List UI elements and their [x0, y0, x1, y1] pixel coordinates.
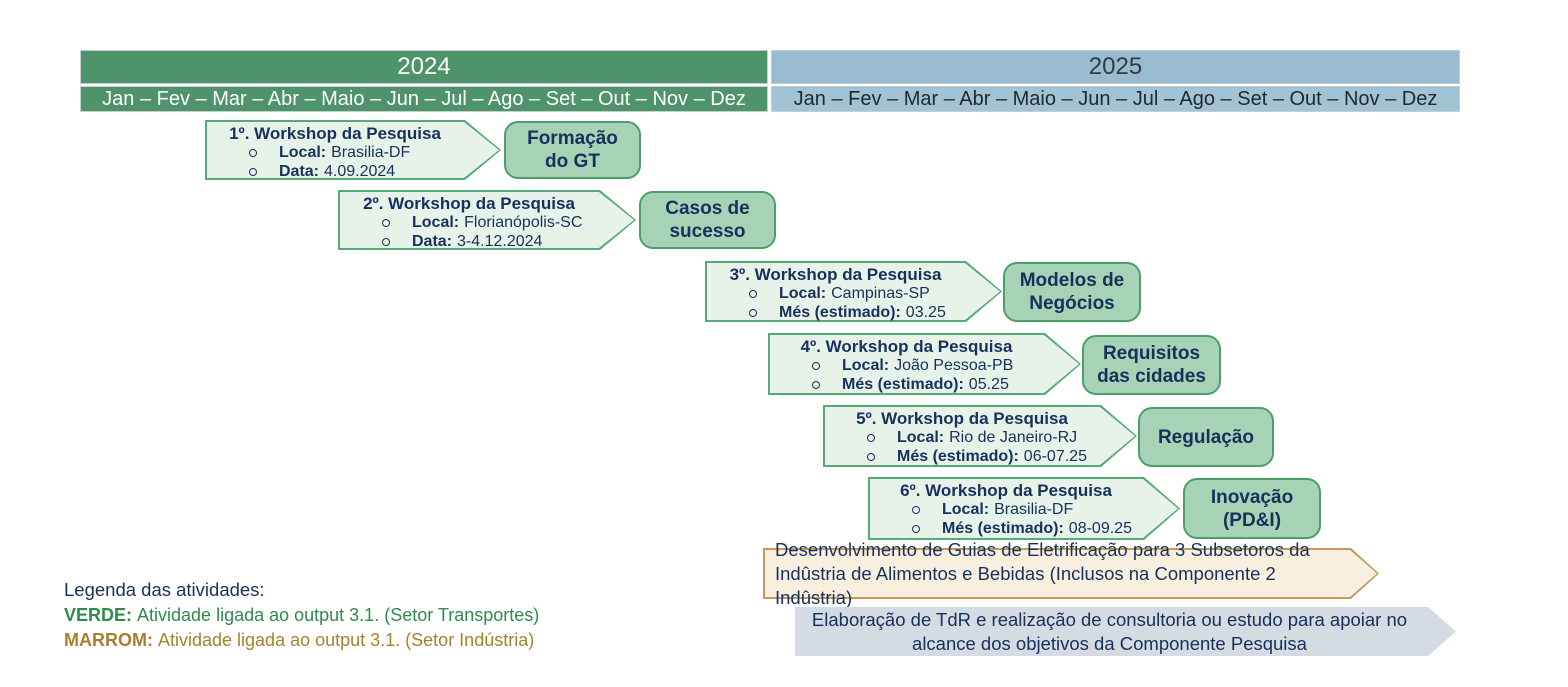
legend-title: Legenda das atividades:	[64, 579, 265, 600]
workshop-bullet: Més (estimado): 03.25	[705, 304, 966, 322]
topic-box-modelos-de-negocios: Modelos de Negócios	[1003, 262, 1141, 322]
workshop-bullet: Més (estimado): 06-07.25	[823, 448, 1101, 466]
activity-arrow-guias-eletrificacao: Desenvolvimento de Guias de Eletrificaçã…	[763, 539, 1379, 608]
bullet-circle-icon	[867, 453, 875, 461]
bullet-circle-icon	[812, 362, 820, 370]
workshop-bullet: Local: João Pessoa-PB	[768, 357, 1045, 375]
legend-item-marrom: MARROM:Atividade ligada ao output 3.1. (…	[64, 630, 535, 650]
workshop-title: 6º. Workshop da Pesquisa	[900, 481, 1112, 500]
bullet-circle-icon	[867, 434, 875, 442]
workshop-bullet: Local: Brasilia-DF	[205, 144, 465, 162]
bullet-circle-icon	[749, 290, 757, 298]
workshop-title: 3º. Workshop da Pesquisa	[729, 265, 942, 284]
topic-box-requisitos-das-cidades: Requisitos das cidades	[1082, 335, 1221, 395]
topic-box-regulacao: Regulação	[1138, 407, 1274, 467]
year-bar-2024: 2024	[80, 50, 768, 84]
workshop-bullet: Data: 3-4.12.2024	[338, 233, 600, 251]
legend-item-verde: VERDE:Atividade ligada ao output 3.1. (S…	[64, 605, 540, 625]
months-bar-2025: Jan – Fev – Mar – Abr – Maio – Jun – Jul…	[771, 86, 1460, 112]
bullet-circle-icon	[382, 238, 390, 246]
topic-box-casos-de-sucesso: Casos de sucesso	[639, 191, 776, 249]
bullet-circle-icon	[249, 149, 257, 157]
workshop-banner-1: 1º. Workshop da Pesquisa Local: Brasilia…	[205, 120, 501, 180]
bullet-circle-icon	[812, 381, 820, 389]
bullet-circle-icon	[249, 168, 257, 176]
months-bar-2024: Jan – Fev – Mar – Abr – Maio – Jun – Jul…	[80, 86, 768, 112]
topic-box-inovacao-pdi: Inovação (PD&I)	[1183, 478, 1321, 539]
activity-arrow-elaboracao-tdr: Elaboração de TdR e realização de consul…	[795, 607, 1456, 656]
workshop-title: 2º. Workshop da Pesquisa	[363, 194, 575, 213]
workshop-bullet: Local: Campinas-SP	[705, 285, 966, 303]
workshop-title: 5º. Workshop da Pesquisa	[856, 409, 1068, 428]
bullet-circle-icon	[912, 525, 920, 533]
bullet-circle-icon	[912, 506, 920, 514]
workshop-banner-2: 2º. Workshop da Pesquisa Local: Florianó…	[338, 190, 636, 250]
workshop-bullet: Més (estimado): 05.25	[768, 376, 1045, 394]
workshop-bullet: Local: Rio de Janeiro-RJ	[823, 429, 1101, 447]
bullet-circle-icon	[749, 309, 757, 317]
workshop-title: 1º. Workshop da Pesquisa	[229, 124, 441, 143]
year-bar-2025: 2025	[771, 50, 1460, 84]
workshop-bullet: Més (estimado): 08-09.25	[868, 520, 1144, 538]
arrow-shape	[795, 607, 1456, 656]
workshop-banner-4: 4º. Workshop da Pesquisa Local: João Pes…	[768, 333, 1081, 395]
bullet-circle-icon	[382, 219, 390, 227]
workshop-banner-3: 3º. Workshop da Pesquisa Local: Campinas…	[705, 261, 1002, 322]
workshop-banner-6: 6º. Workshop da Pesquisa Local: Brasilia…	[868, 477, 1180, 540]
legend: Legenda das atividades: VERDE:Atividade …	[64, 577, 539, 653]
workshop-bullet: Local: Brasilia-DF	[868, 501, 1144, 519]
workshop-title: 4º. Workshop da Pesquisa	[800, 337, 1013, 356]
workshop-bullet: Local: Florianópolis-SC	[338, 214, 600, 232]
workshop-banner-5: 5º. Workshop da Pesquisa Local: Rio de J…	[823, 405, 1137, 467]
workshop-bullet: Data: 4.09.2024	[205, 163, 465, 181]
topic-box-formacao-do-gt: Formação do GT	[504, 121, 641, 179]
